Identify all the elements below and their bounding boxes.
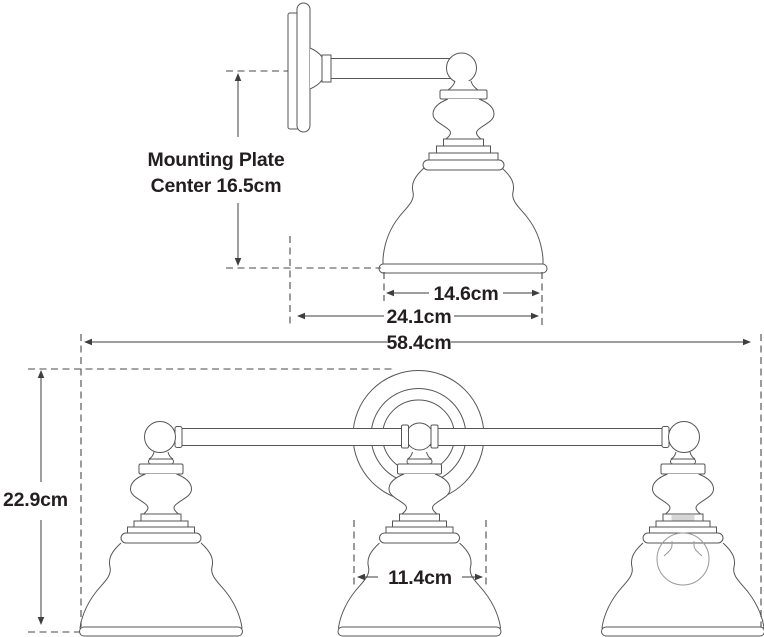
arrowhead-down: [37, 617, 45, 625]
dim-shade-width: 14.6cm: [383, 272, 543, 326]
projection-label: 24.1cm: [387, 306, 452, 328]
mounting-plate-center-label-line2: Center 16.5cm: [151, 175, 282, 197]
bulb-neck: [663, 541, 673, 557]
arm-ball-finial: [446, 52, 477, 84]
arrowhead-left: [297, 312, 305, 320]
stem-collar: [439, 89, 488, 100]
side-view: Mounting Plate Center 16.5cm 14.6cm 24.1…: [148, 2, 548, 328]
center-hub-collar-right: [430, 424, 439, 449]
dim-mounting-plate-center: Mounting Plate Center 16.5cm: [148, 70, 381, 269]
wall-mount-plate-side: [287, 2, 311, 133]
dim-overall-width: 58.4cm: [80, 332, 762, 627]
arrowhead-left: [357, 573, 365, 581]
arrowhead-right: [532, 289, 540, 297]
shade-width-label: 14.6cm: [434, 283, 499, 305]
crossbar-ball-left: [144, 421, 176, 453]
shade-opening-label: 11.4cm: [388, 567, 452, 589]
arrowhead-up: [234, 73, 242, 81]
fitter-band: [443, 138, 484, 147]
light-bulb-right: [656, 515, 710, 586]
crossbar-ball-right: [668, 421, 700, 453]
arrowhead-up: [37, 370, 45, 378]
arrowhead-left: [84, 338, 92, 346]
arrowhead-left: [386, 289, 394, 297]
shade-stem-side: [432, 80, 495, 140]
shade-fitter-side: [422, 138, 505, 171]
fitter-band: [428, 152, 499, 161]
arrowhead-right: [743, 338, 751, 346]
light-unit-left: [79, 451, 243, 637]
center-hub-collar-left: [401, 424, 409, 449]
bulb-neck: [693, 541, 703, 557]
shade-rim-side: [378, 263, 548, 274]
bulb-globe: [656, 532, 710, 586]
fitter-bulge: [422, 159, 505, 171]
dim-overall-height: 22.9cm: [3, 368, 393, 633]
dim-shade-opening: 11.4cm: [353, 520, 487, 589]
arm-socket-cone: [309, 47, 323, 90]
mount-plate-capsule: [296, 2, 311, 133]
stem-vase: [432, 98, 495, 140]
arrowhead-down: [234, 258, 242, 266]
arrowhead-right: [475, 573, 483, 581]
stem-neck: [446, 80, 480, 91]
light-unit-right: [601, 451, 764, 637]
light-unit-center: [337, 451, 502, 637]
center-hub-ball: [405, 422, 434, 451]
dim-projection: 24.1cm: [289, 236, 539, 328]
crossbar-end-collar-right: [661, 426, 670, 448]
arm-bar-side: [330, 58, 456, 79]
arrowhead-right: [531, 312, 539, 320]
overall-height-label: 22.9cm: [3, 489, 68, 511]
fitter-band: [436, 145, 491, 154]
overall-width-label: 58.4cm: [387, 332, 452, 354]
mounting-plate-center-label-line1: Mounting Plate: [148, 149, 285, 171]
bulb-socket: [671, 515, 695, 521]
crossbar-end-collar-left: [174, 426, 183, 448]
arm-socket-step: [321, 54, 332, 83]
bell-shade-side: [382, 167, 544, 265]
front-view: 58.4cm 22.9cm 11.4cm: [3, 332, 764, 637]
crossbar: [144, 421, 700, 453]
